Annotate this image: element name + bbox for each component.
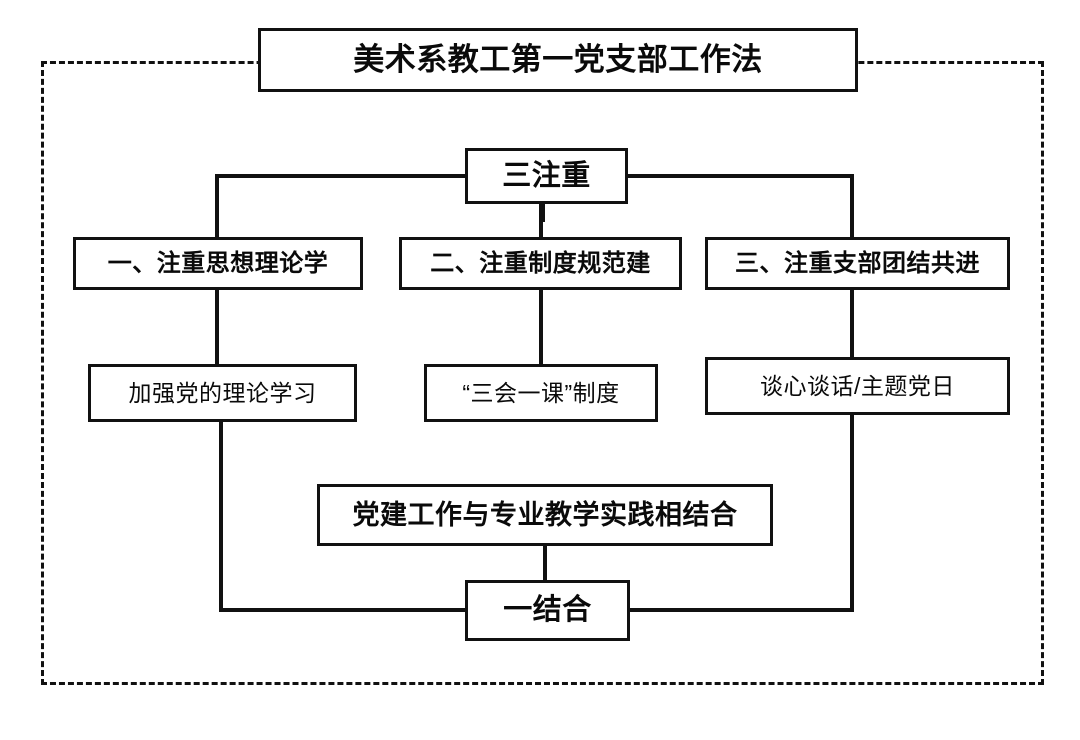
node-pillar-label: 三注重 xyxy=(502,159,591,192)
connector-drop-branch-3 xyxy=(850,174,854,240)
connector-leaf1-down xyxy=(219,420,223,612)
connector-combine-desc-to-combine xyxy=(543,544,547,582)
node-branch-1: 一、注重思想理论学 xyxy=(73,237,363,290)
node-combine-description-label: 党建工作与专业教学实践相结合 xyxy=(352,499,738,530)
node-leaf-1: 加强党的理论学习 xyxy=(88,364,357,422)
node-branch-3-label: 三、注重支部团结共进 xyxy=(735,249,980,277)
node-branch-3: 三、注重支部团结共进 xyxy=(705,237,1010,290)
connector-drop-branch-2 xyxy=(539,204,543,240)
diagram-title-box: 美术系教工第一党支部工作法 xyxy=(258,28,858,92)
node-leaf-1-label: 加强党的理论学习 xyxy=(128,379,317,406)
diagram-title-text: 美术系教工第一党支部工作法 xyxy=(353,41,763,77)
connector-branch2-to-leaf2 xyxy=(539,288,543,366)
connector-branch3-to-leaf3 xyxy=(850,288,854,359)
node-branch-2: 二、注重制度规范建 xyxy=(399,237,682,290)
node-leaf-2-label: “三会一课”制度 xyxy=(462,379,620,406)
connector-branch1-to-leaf1 xyxy=(215,288,219,366)
connector-left-return-bus xyxy=(219,608,467,612)
node-leaf-3-label: 谈心谈话/主题党日 xyxy=(760,372,955,399)
connector-pillar-stem xyxy=(541,204,545,222)
node-branch-1-label: 一、注重思想理论学 xyxy=(107,249,329,277)
node-pillar-three-focus: 三注重 xyxy=(465,148,628,204)
node-leaf-2: “三会一课”制度 xyxy=(424,364,658,422)
connector-right-return-bus xyxy=(628,608,854,612)
node-leaf-3: 谈心谈话/主题党日 xyxy=(705,357,1010,415)
node-branch-2-label: 二、注重制度规范建 xyxy=(430,249,651,277)
node-combine: 一结合 xyxy=(465,580,630,641)
connector-drop-branch-1 xyxy=(215,174,219,240)
node-combine-description: 党建工作与专业教学实践相结合 xyxy=(317,484,773,546)
node-combine-label: 一结合 xyxy=(503,594,592,627)
connector-leaf3-down xyxy=(850,413,854,612)
